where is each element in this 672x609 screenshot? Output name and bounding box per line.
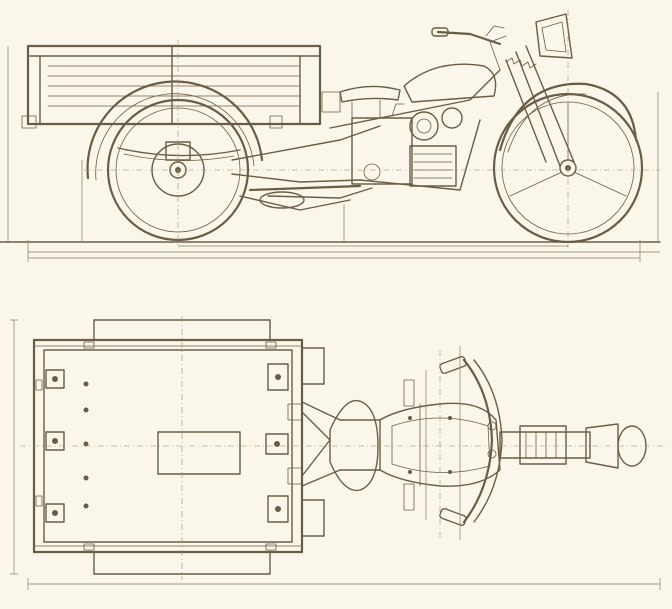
handlebar-top: [439, 356, 503, 526]
fuel-tank-side: [403, 63, 497, 103]
seat-top: [329, 399, 379, 492]
handlebar-side: [431, 25, 505, 46]
engine-side: [351, 103, 463, 187]
exhaust-pipe-side: [267, 187, 373, 199]
seat-side: [321, 85, 401, 119]
frame-side: [231, 69, 501, 211]
dimension-lines-side: [7, 10, 660, 262]
top-plan-view: [10, 316, 668, 590]
front-wheel-top: [499, 423, 647, 469]
headlamp-side: [535, 13, 573, 59]
front-fork-side: [489, 35, 575, 167]
cargo-hatch: [157, 431, 241, 475]
muffler-side: [259, 191, 305, 209]
cargo-box-top: [32, 319, 325, 575]
cargo-box-fittings: [35, 341, 289, 551]
side-elevation-view: [0, 10, 661, 262]
cargo-box-side: [21, 44, 322, 129]
cargo-wheel-side: [86, 80, 264, 242]
dimension-lines-top: [10, 316, 668, 590]
